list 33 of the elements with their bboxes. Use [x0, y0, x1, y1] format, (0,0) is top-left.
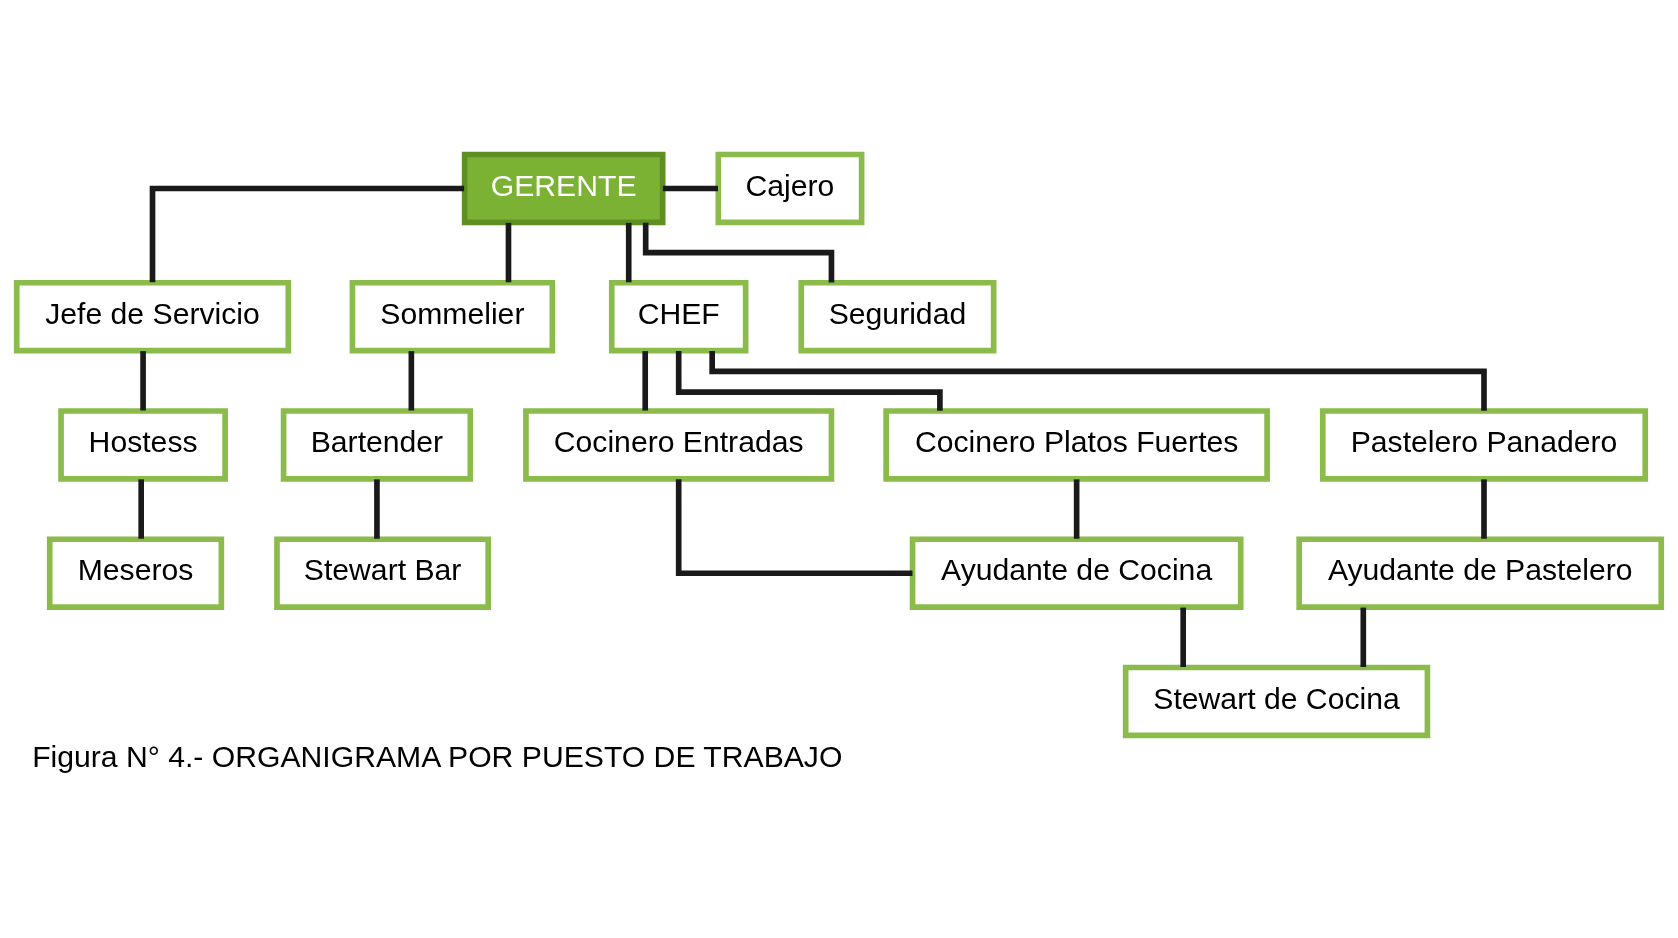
connector — [675, 478, 913, 576]
connector — [625, 222, 632, 282]
node-box: Meseros — [46, 535, 225, 610]
connector — [374, 478, 380, 539]
node-box: CHEF — [608, 279, 749, 353]
node-box: Ayudante de Cocina — [909, 535, 1244, 610]
node-box: Hostess — [58, 407, 228, 482]
connector — [1481, 478, 1487, 539]
node-box: Sommelier — [349, 279, 556, 353]
connector — [140, 350, 146, 411]
connector — [642, 350, 649, 411]
connector — [675, 350, 943, 411]
connector — [505, 222, 512, 282]
node-box: GERENTE — [461, 151, 666, 225]
connector — [662, 185, 718, 191]
connector — [1180, 607, 1186, 667]
node-box: Stewart Bar — [274, 535, 492, 610]
caption: Figura N° 4.- ORGANIGRAMA POR PUESTO DE TRABAJO — [32, 739, 843, 773]
node-box: Cajero — [715, 151, 865, 225]
node-box: Stewart de Cocina — [1122, 664, 1431, 738]
connector — [709, 350, 1487, 411]
connector — [408, 350, 415, 411]
connector — [1073, 478, 1080, 539]
node-box: Bartender — [280, 407, 474, 482]
connector — [138, 478, 144, 539]
node-box: Jefe de Servicio — [13, 279, 292, 353]
node-box: Ayudante de Pastelero — [1296, 535, 1665, 610]
node-box: Cocinero Platos Fuertes — [883, 407, 1270, 482]
connector — [149, 185, 465, 282]
node-box: Seguridad — [798, 279, 997, 353]
node-box: Pastelero Panadero — [1319, 407, 1649, 482]
connector — [1360, 607, 1367, 667]
node-box: Cocinero Entradas — [523, 407, 835, 482]
